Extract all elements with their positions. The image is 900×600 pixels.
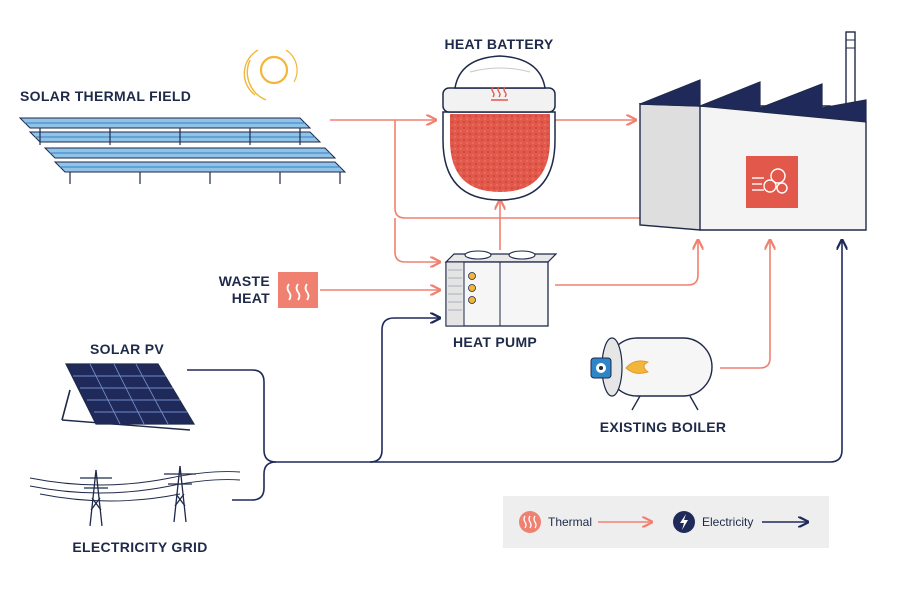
- flow-bus-to-factory: [276, 240, 842, 463]
- electricity-grid-label: ELECTRICITY GRID: [72, 539, 207, 555]
- flow-grid-to-bus: [232, 461, 277, 501]
- heat-pump-label: HEAT PUMP: [453, 334, 537, 350]
- electricity-flows: [187, 240, 842, 501]
- heat-battery-illustration: [442, 55, 556, 201]
- waste-heat-icon: [278, 272, 318, 308]
- flow-pv-to-bus: [187, 369, 277, 463]
- electricity-grid-illustration: [29, 465, 241, 527]
- solar-thermal-field-label: SOLAR THERMAL FIELD: [20, 88, 191, 104]
- solar-thermal-field-illustration: [18, 117, 347, 184]
- sun-icon: [243, 49, 298, 101]
- flow-heatpump-to-factory: [555, 240, 698, 286]
- existing-boiler-illustration: [590, 337, 713, 411]
- heat-battery-label: HEAT BATTERY: [444, 36, 553, 52]
- burner-icon: [590, 357, 612, 379]
- legend-electricity-icon: [673, 511, 695, 533]
- heat-icon: [491, 86, 508, 101]
- legend: Thermal Electricity: [503, 496, 829, 548]
- flow-bus-to-heatpump: [369, 318, 440, 463]
- flame-icon: [625, 360, 650, 374]
- legend-thermal-icon: [519, 511, 541, 533]
- heat-pump-illustration: [444, 250, 558, 327]
- legend-electricity-label: Electricity: [702, 515, 753, 529]
- waste-heat-label-line1: WASTE: [219, 273, 270, 289]
- legend-thermal-label: Thermal: [548, 515, 592, 529]
- factory-illustration: [638, 31, 867, 231]
- flow-solar-to-heatpump: [394, 218, 440, 262]
- solar-pv-label: SOLAR PV: [90, 341, 164, 357]
- boiler-steam-icon: [746, 156, 798, 208]
- flow-solar-to-factory: [394, 120, 650, 218]
- thermal-flows: [320, 120, 770, 369]
- existing-boiler-label: EXISTING BOILER: [600, 419, 727, 435]
- waste-heat-label-line2: HEAT: [232, 290, 270, 306]
- solar-pv-illustration: [61, 363, 196, 431]
- flow-boiler-to-factory: [720, 240, 770, 369]
